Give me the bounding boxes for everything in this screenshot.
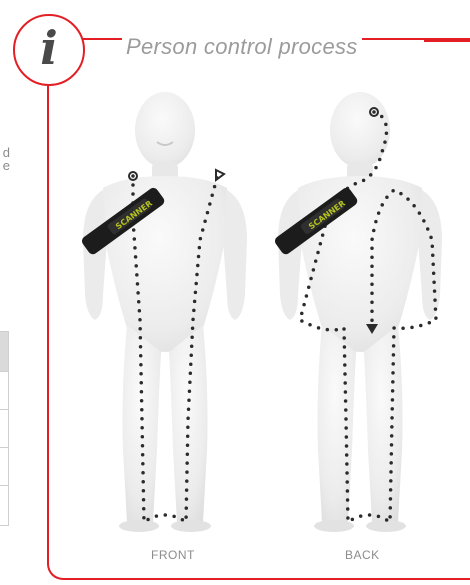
back-figure bbox=[278, 92, 442, 532]
person-control-diagram: SCANNER SCANNER bbox=[60, 90, 460, 540]
fragment-line: e bbox=[0, 159, 10, 172]
info-icon: i bbox=[13, 14, 85, 86]
info-glyph: i bbox=[40, 25, 57, 71]
table-row bbox=[0, 409, 8, 447]
table-row bbox=[0, 485, 8, 523]
table-row bbox=[0, 447, 8, 485]
frame-top-tick bbox=[424, 40, 470, 42]
front-label: FRONT bbox=[151, 548, 195, 562]
table-row bbox=[0, 371, 8, 409]
front-end-arrow bbox=[216, 170, 224, 180]
background-text-fragment: d e bbox=[0, 146, 10, 172]
back-label: BACK bbox=[345, 548, 380, 562]
background-table-fragment bbox=[0, 331, 9, 526]
table-header bbox=[0, 332, 8, 371]
panel-title: Person control process bbox=[122, 34, 362, 60]
front-figure bbox=[83, 92, 247, 532]
